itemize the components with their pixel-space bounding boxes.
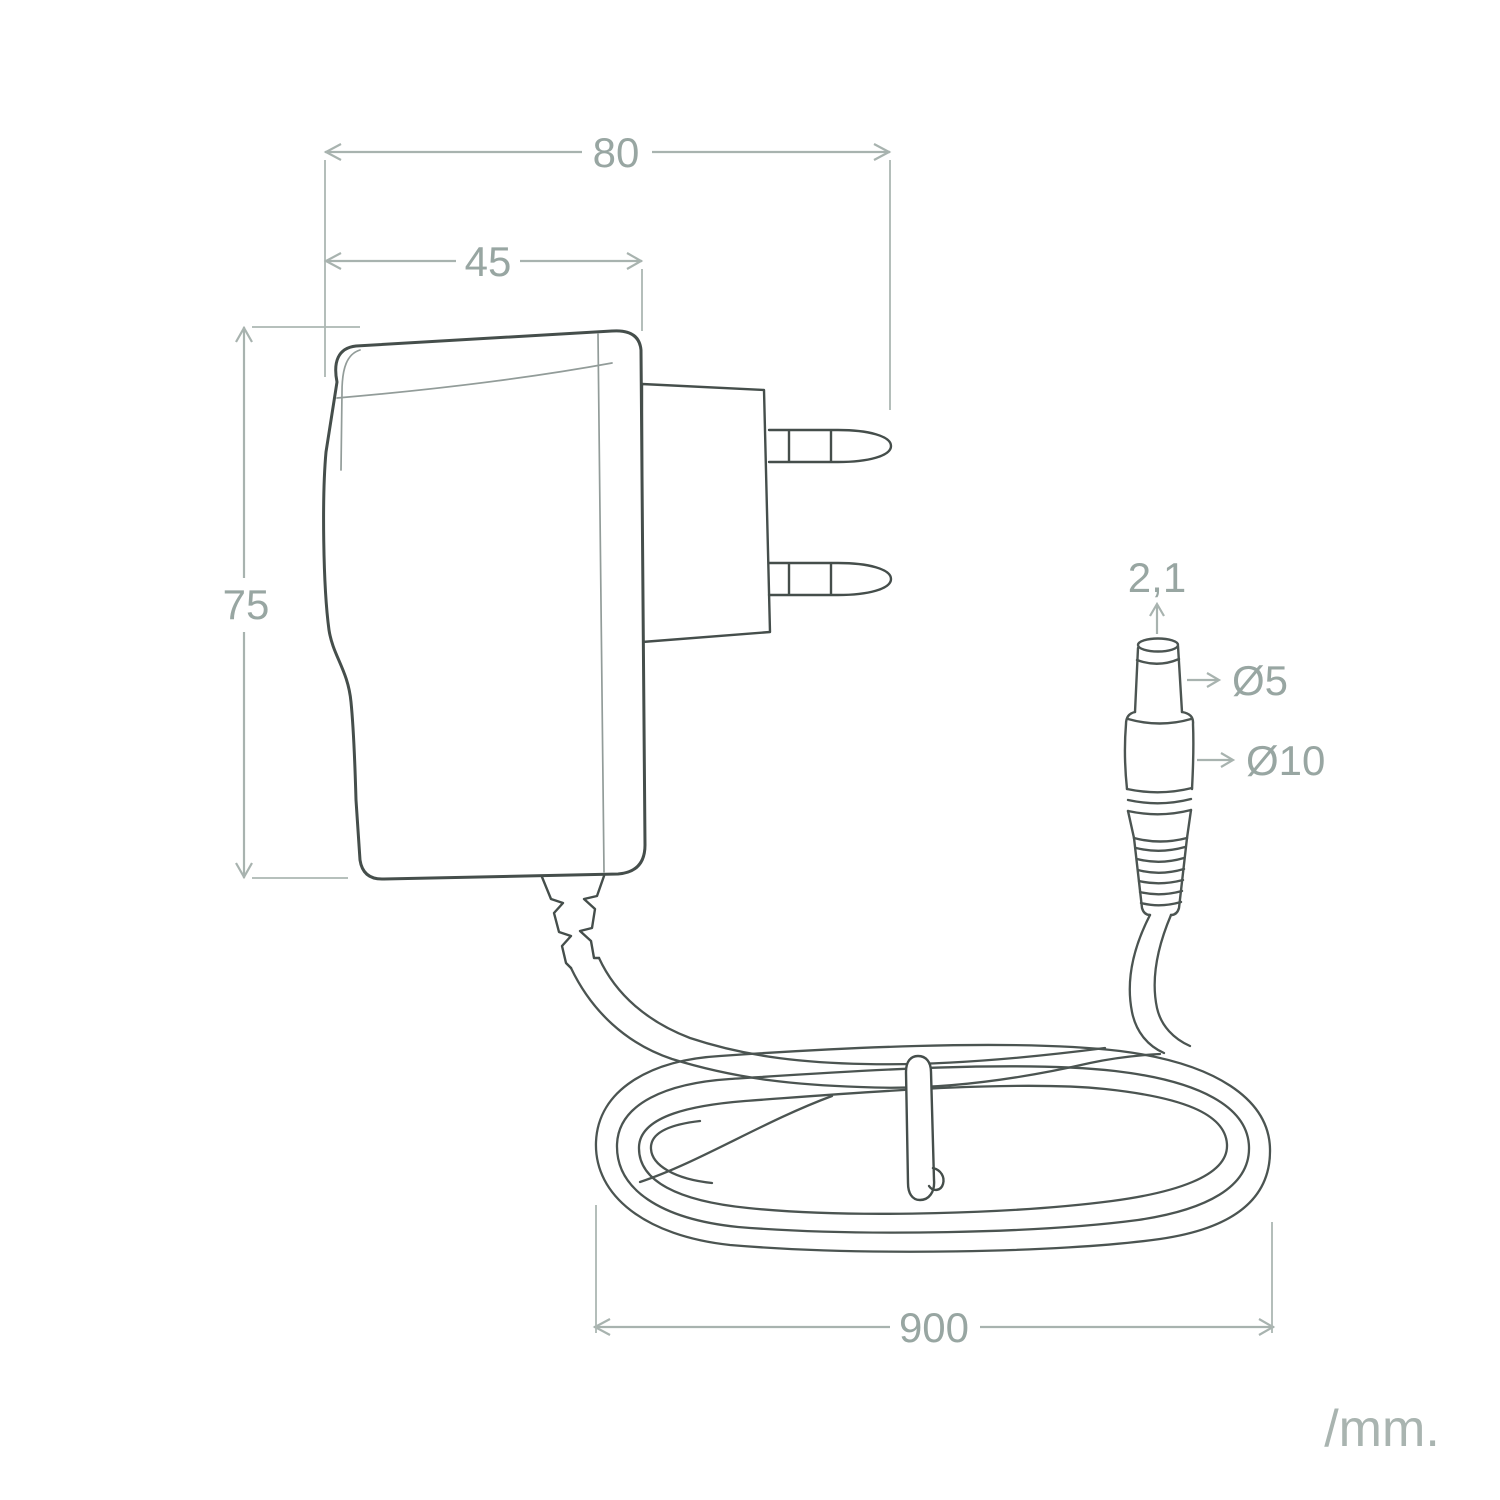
body-corner-seam [340, 349, 361, 471]
connector-barrel [1123, 710, 1195, 840]
prong-bottom [767, 561, 893, 597]
dimension-45: 45 [323, 238, 644, 331]
arrow-left-icon [323, 143, 342, 161]
connector-strain-relief [1132, 836, 1189, 917]
cable-to-connector [1128, 913, 1192, 1055]
dimension-80: 80 [323, 129, 892, 410]
dimension-45-label: 45 [465, 238, 512, 285]
arrow-right-icon [873, 143, 892, 161]
callout-diameter-5: Ø5 [1187, 657, 1288, 704]
cable-tie [904, 1054, 945, 1202]
connector-tip [1133, 637, 1184, 714]
cable-coil [594, 1043, 1272, 1253]
prong-top [767, 428, 893, 464]
adapter-strain-relief [540, 874, 606, 970]
callout-diameter-10: Ø10 [1197, 737, 1325, 784]
arrow-right-icon [1258, 1318, 1276, 1336]
adapter-body [322, 329, 647, 881]
units-label: /mm. [1324, 1400, 1440, 1458]
callout-tip-diameter: 2,1 [1128, 554, 1186, 634]
arrow-left-icon [592, 1318, 611, 1336]
arrow-up-icon [235, 325, 253, 343]
arrow-right-icon [1220, 752, 1236, 768]
tip-diameter-label: 2,1 [1128, 554, 1186, 601]
dimension-900: 900 [592, 1205, 1276, 1351]
dc-barrel-connector [1123, 637, 1195, 917]
arrow-up-icon [1149, 601, 1165, 617]
body-panel-seam [336, 362, 613, 399]
arrow-right-icon [626, 252, 644, 270]
arrow-right-icon [1206, 672, 1222, 688]
dimension-75: 75 [223, 325, 360, 880]
power-cable [569, 956, 1162, 1089]
plug-face [640, 382, 772, 644]
body-fold-line [597, 333, 605, 873]
arrow-down-icon [235, 862, 253, 880]
diameter-10-label: Ø10 [1246, 737, 1325, 784]
diameter-5-label: Ø5 [1232, 657, 1288, 704]
dimension-80-label: 80 [593, 129, 640, 176]
dimension-75-label: 75 [223, 581, 270, 628]
arrow-left-icon [323, 252, 342, 270]
dimension-900-label: 900 [899, 1304, 969, 1351]
